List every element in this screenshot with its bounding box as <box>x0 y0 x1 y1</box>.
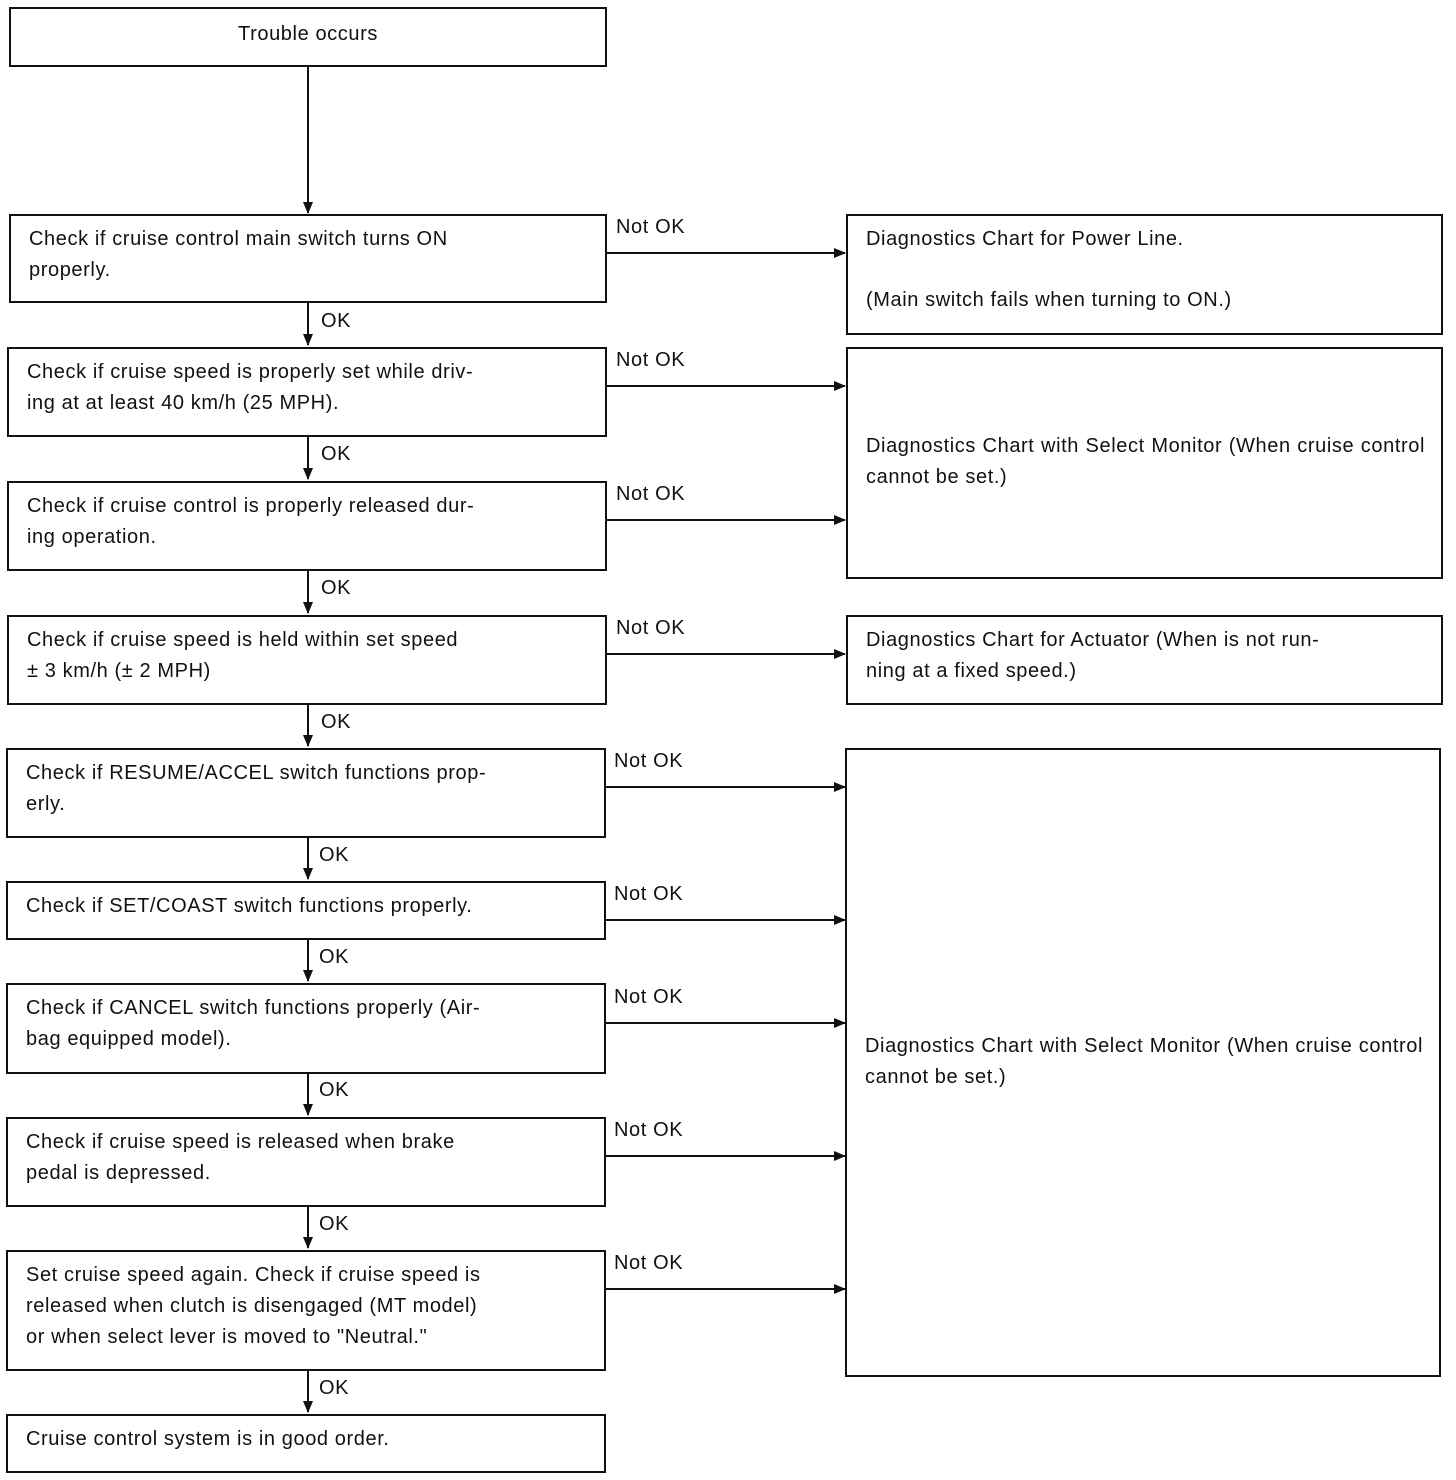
ok-label-1: OK <box>321 310 352 332</box>
check-node-6: Check if SET/COAST switch functions prop… <box>6 881 606 940</box>
check-node-8: Check if cruise speed is released when b… <box>6 1117 606 1207</box>
check-node-7: Check if CANCEL switch functions properl… <box>6 983 606 1074</box>
not-ok-label-1: Not OK <box>616 216 686 238</box>
not-ok-label-6: Not OK <box>614 883 684 905</box>
check-node-2-label: Check if cruise speed is properly set wh… <box>27 361 474 414</box>
check-node-9-label: Set cruise speed again. Check if cruise … <box>26 1264 481 1348</box>
check-node-3: Check if cruise control is properly rele… <box>7 481 607 571</box>
check-node-3-label: Check if cruise control is properly rele… <box>27 495 475 548</box>
ok-label-6: OK <box>319 946 350 968</box>
not-ok-label-8: Not OK <box>614 1119 684 1141</box>
check-node-1-label: Check if cruise control main switch turn… <box>29 228 448 281</box>
check-node-2: Check if cruise speed is properly set wh… <box>7 347 607 437</box>
check-node-1: Check if cruise control main switch turn… <box>9 214 607 303</box>
result-power-line-note: (Main switch fails when turning to ON.) <box>866 289 1232 311</box>
check-node-5: Check if RESUME/ACCEL switch functions p… <box>6 748 606 838</box>
ok-label-3: OK <box>321 577 352 599</box>
check-node-7-label: Check if CANCEL switch functions properl… <box>26 997 481 1050</box>
check-node-4-label: Check if cruise speed is held within set… <box>27 629 459 682</box>
result-select-monitor-1-label: Diagnostics Chart with Select Monitor (W… <box>866 435 1425 488</box>
end-node-label: Cruise control system is in good order. <box>26 1428 390 1450</box>
not-ok-label-4: Not OK <box>616 617 686 639</box>
ok-label-4: OK <box>321 711 352 733</box>
check-node-9: Set cruise speed again. Check if cruise … <box>6 1250 606 1371</box>
not-ok-label-3: Not OK <box>616 483 686 505</box>
result-actuator-label: Diagnostics Chart for Actuator (When is … <box>866 629 1320 682</box>
not-ok-label-9: Not OK <box>614 1252 684 1274</box>
ok-label-5: OK <box>319 844 350 866</box>
ok-label-7: OK <box>319 1079 350 1101</box>
check-node-4: Check if cruise speed is held within set… <box>7 615 607 705</box>
not-ok-label-2: Not OK <box>616 349 686 371</box>
check-node-5-label: Check if RESUME/ACCEL switch functions p… <box>26 762 487 815</box>
result-select-monitor-2-label: Diagnostics Chart with Select Monitor (W… <box>865 1035 1423 1088</box>
start-node: Trouble occurs <box>9 7 607 67</box>
ok-label-2: OK <box>321 443 352 465</box>
end-node: Cruise control system is in good order. <box>6 1414 606 1473</box>
ok-label-8: OK <box>319 1213 350 1235</box>
result-power-line-title: Diagnostics Chart for Power Line. <box>866 228 1184 250</box>
check-node-6-label: Check if SET/COAST switch functions prop… <box>26 895 473 917</box>
result-actuator: Diagnostics Chart for Actuator (When is … <box>846 615 1443 705</box>
not-ok-label-7: Not OK <box>614 986 684 1008</box>
not-ok-label-5: Not OK <box>614 750 684 772</box>
result-select-monitor-1: Diagnostics Chart with Select Monitor (W… <box>846 347 1443 579</box>
check-node-8-label: Check if cruise speed is released when b… <box>26 1131 455 1184</box>
ok-label-9: OK <box>319 1377 350 1399</box>
result-select-monitor-2: Diagnostics Chart with Select Monitor (W… <box>845 748 1441 1377</box>
result-power-line: Diagnostics Chart for Power Line. (Main … <box>846 214 1443 335</box>
start-node-label: Trouble occurs <box>238 23 378 45</box>
